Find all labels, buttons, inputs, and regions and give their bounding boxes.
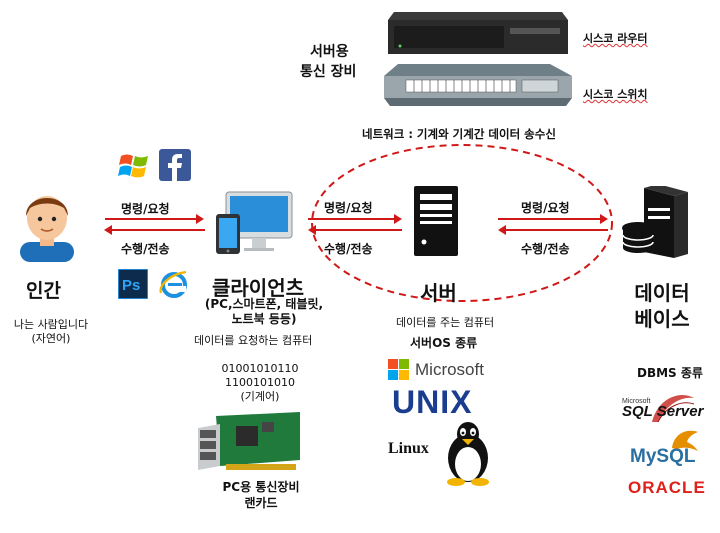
label-mid-request: 명령/요청 — [324, 201, 373, 215]
network-caption: 네트워크 : 기계와 기계간 데이터 송수신 — [362, 127, 556, 141]
photoshop-logo-icon: Ps — [118, 269, 148, 299]
mysql-logo: MySQL — [630, 446, 696, 467]
lan-card-icon — [198, 412, 300, 470]
equipment-title: 서버용 통신 장비 — [300, 42, 356, 82]
dbms-title: DBMS 종류 — [637, 366, 703, 380]
human-sub2: (자연어) — [31, 332, 71, 345]
arrow-mid-bottom — [308, 225, 402, 235]
label-right-request: 명령/요청 — [521, 201, 570, 215]
database-server-icon — [622, 186, 688, 258]
human-title: 인간 — [26, 280, 61, 302]
binary-line3: (기계어) — [240, 390, 280, 403]
sql-server-swoosh-icon — [652, 395, 695, 423]
sql-server-big-text: SQL Server — [622, 403, 704, 420]
router-label: 시스코 라우터 — [583, 32, 648, 45]
human-sub1: 나는 사람입니다 — [13, 318, 89, 331]
linux-tux-icon — [447, 422, 489, 486]
label-mid-response: 수행/전송 — [324, 242, 373, 256]
binary-line1: 01001010110 — [221, 362, 299, 375]
switch-device — [384, 64, 572, 106]
internet-explorer-logo-icon — [159, 270, 187, 298]
equipment-title-line2: 통신 장비 — [300, 64, 357, 80]
arrow-left-bottom — [104, 225, 205, 235]
database-title: 데이터 베이스 — [622, 280, 702, 332]
client-subtitle: (PC,스마트폰, 태블릿, 노트북 등등) — [200, 297, 328, 327]
lan-card-label: PC용 통신장비 랜카드 — [206, 479, 316, 511]
server-description: 데이터를 주는 컴퓨터 — [396, 316, 495, 329]
arrow-right-bottom — [498, 225, 608, 235]
router-device — [388, 12, 568, 54]
arrow-mid-top — [308, 214, 402, 224]
microsoft-windows-icon — [388, 359, 409, 380]
database-title1: 데이터 — [634, 281, 690, 305]
client-title: 클라이언츠 — [212, 276, 304, 300]
label-left-response: 수행/전송 — [121, 242, 170, 256]
lan-label1: PC용 통신장비 — [222, 480, 300, 494]
sql-server-small-text: Microsoft — [622, 398, 651, 405]
unix-logo: UNIX — [392, 384, 473, 420]
microsoft-logo-text: Microsoft — [415, 360, 484, 379]
client-devices-icon — [216, 191, 293, 254]
label-left-request: 명령/요청 — [121, 202, 170, 216]
server-os-title: 서버OS 종류 — [410, 336, 478, 350]
server-group-ellipse — [311, 144, 613, 302]
equipment-title-line1: 서버용 — [310, 44, 349, 60]
linux-logo-text: Linux — [388, 440, 429, 457]
microsoft-logo: Microsoft — [388, 357, 484, 383]
person-icon — [20, 196, 74, 262]
server-title: 서버 — [420, 281, 457, 305]
label-right-response: 수행/전송 — [521, 242, 570, 256]
switch-label: 시스코 스위치 — [583, 88, 648, 101]
server-tower-icon — [414, 186, 458, 256]
lan-label2: 랜카드 — [244, 496, 278, 510]
client-sub1: (PC,스마트폰, 태블릿, — [204, 297, 324, 311]
client-description: 데이터를 요청하는 컴퓨터 — [194, 334, 313, 347]
network-equipment-image — [384, 12, 572, 106]
binary-line2: 1100101010 — [225, 376, 295, 389]
sql-server-logo: Microsoft SQL Server — [622, 395, 716, 423]
facebook-logo-icon — [159, 149, 191, 181]
machine-language: 01001010110 1100101010 (기계어) — [214, 362, 306, 404]
client-sub2: 노트북 등등) — [231, 312, 297, 326]
svg-text:Ps: Ps — [122, 277, 140, 294]
human-subtitle: 나는 사람입니다 (자연어) — [6, 318, 96, 346]
arrow-right-top — [498, 214, 608, 224]
database-title2: 베이스 — [634, 307, 690, 331]
mysql-dolphin-icon — [672, 430, 698, 451]
windows-logo-icon — [118, 154, 148, 178]
oracle-logo: ORACLE — [628, 478, 706, 497]
arrow-left-top — [105, 214, 204, 224]
